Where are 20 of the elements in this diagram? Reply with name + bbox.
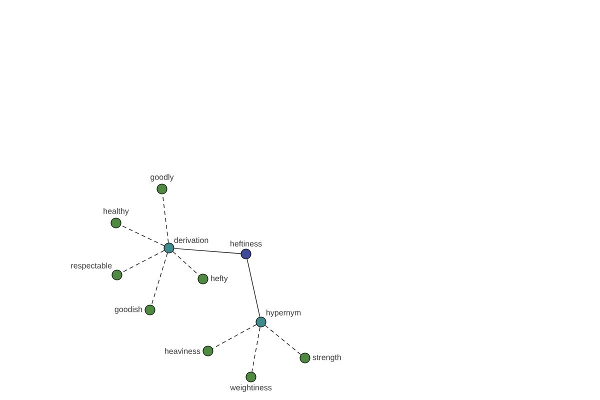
connector-line [212,324,257,349]
node-label: healthy [104,208,129,216]
connector-line [246,258,260,318]
connector-line [172,251,200,276]
node-label: respectable [71,262,112,270]
connector-line [264,325,302,355]
connector-line [151,252,168,306]
node-label: hypernym [266,310,301,318]
node-label: heaviness [165,348,200,354]
node-label: goodish [114,306,142,314]
node-label: weightiness [230,384,272,392]
connector-line [174,248,242,254]
node-label: hefty [211,275,228,283]
connector-line [252,326,260,372]
node-label: heftiness [230,240,262,246]
node-label: goodly [150,174,174,182]
connector-line [121,250,165,273]
node-label: derivation [174,237,208,244]
connector-line [120,224,165,246]
node-label: strength [312,354,341,362]
